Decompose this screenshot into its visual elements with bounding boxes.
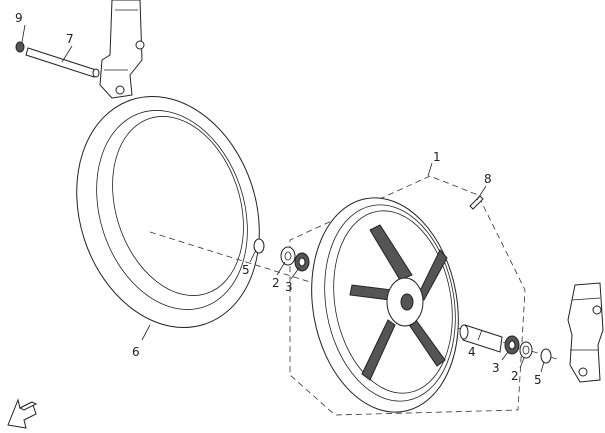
tire bbox=[76, 96, 260, 328]
front-axle bbox=[15, 41, 100, 78]
callout-5-right: 5 bbox=[534, 373, 542, 387]
valve bbox=[469, 195, 484, 210]
callout-7: 7 bbox=[66, 32, 74, 46]
right-fork-leg bbox=[567, 282, 604, 383]
axle-nut bbox=[15, 41, 25, 53]
callout-9: 9 bbox=[15, 11, 23, 25]
assembly-outline bbox=[289, 175, 526, 416]
callout-4: 4 bbox=[468, 345, 476, 359]
callout-3: 3 bbox=[285, 280, 293, 294]
callout-1: 1 bbox=[433, 150, 441, 164]
callout-6: 6 bbox=[132, 345, 140, 359]
left-fork-leg bbox=[99, 0, 145, 99]
callout-5: 5 bbox=[242, 263, 250, 277]
callout-2-right: 2 bbox=[511, 369, 519, 383]
wheel-rim bbox=[311, 197, 459, 413]
callout-3-right: 3 bbox=[492, 361, 500, 375]
left-bearing-set bbox=[253, 238, 310, 272]
callout-2: 2 bbox=[272, 276, 280, 290]
front-direction-arrow-icon bbox=[7, 398, 38, 429]
right-bearing-set bbox=[459, 324, 552, 364]
callout-8: 8 bbox=[484, 172, 492, 186]
